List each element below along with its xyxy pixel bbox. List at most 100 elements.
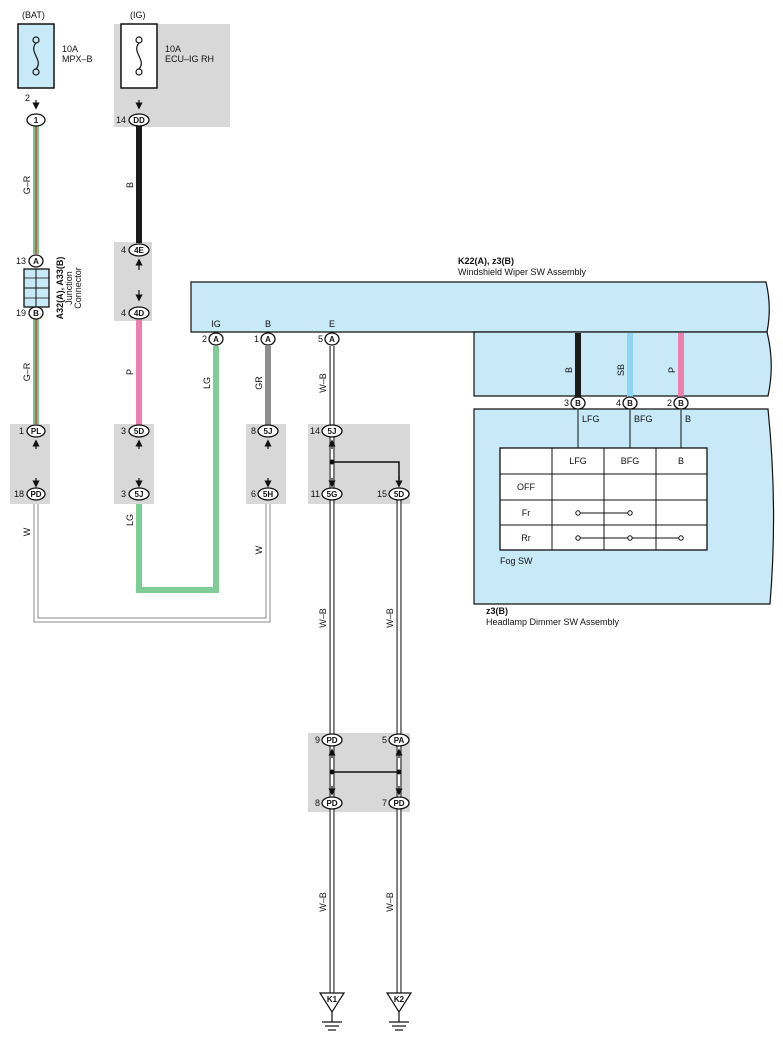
- connector-4d-label: 4D: [134, 309, 144, 318]
- wiper-term-e: E: [329, 319, 335, 329]
- fuse-ig-rating: 10A: [165, 44, 181, 54]
- connector-a-b: [260, 332, 276, 346]
- wire-label: P: [125, 369, 135, 375]
- wire-label: SB: [616, 364, 626, 376]
- splice-dot: [329, 459, 335, 465]
- fuse-bat-name: MPX–B: [62, 54, 93, 64]
- pin-num: 4: [121, 245, 126, 255]
- splice-bars: [332, 461, 400, 773]
- table-header-bfg: BFG: [621, 456, 640, 466]
- dimmer-pin-b-conn: B: [678, 399, 684, 408]
- pin-num: 3: [121, 489, 126, 499]
- connector-5j-14: [321, 424, 343, 438]
- fuse-ig-source: (IG): [130, 10, 146, 20]
- wire-label: G–R: [22, 362, 32, 381]
- wire-label: P: [667, 367, 677, 373]
- connector-5d-label: 5D: [134, 427, 144, 436]
- connector-pd8-label: PD: [326, 799, 337, 808]
- pin-num: 18: [14, 489, 24, 499]
- continuity-marks: [575, 510, 684, 541]
- wire-label: G–R: [22, 175, 32, 194]
- dimmer-pin-bfg-conn: B: [627, 399, 633, 408]
- connector-a: [28, 254, 44, 268]
- fuse-bat-rating: 10A: [62, 44, 78, 54]
- connector-5h: [257, 487, 279, 501]
- connector-a-e: [324, 332, 340, 346]
- dimmer-term-b: B: [685, 414, 691, 424]
- gray-boxes: [10, 24, 410, 812]
- dimmer-internal-leads: [577, 410, 682, 448]
- connector-pa5-label: PA: [394, 736, 405, 745]
- connector-pl: [26, 424, 46, 438]
- fog-sw-label: Fog SW: [500, 556, 533, 566]
- wire-label: W–B: [318, 892, 328, 912]
- pin-num: 4: [121, 308, 126, 318]
- wiper-sw-body: [190, 281, 770, 333]
- connector-pd7-label: PD: [393, 799, 404, 808]
- ground-k1-label: K1: [327, 995, 338, 1004]
- table-row-off: OFF: [517, 482, 535, 492]
- wiper-sw-id: K22(A), z3(B): [458, 256, 514, 266]
- fuse-bat-pin: 2: [25, 93, 30, 103]
- pin-num: 14: [310, 426, 320, 436]
- junction-name2: Connector: [73, 267, 83, 309]
- pin-num: 15: [377, 489, 387, 499]
- dimmer-sw-name: Headlamp Dimmer SW Assembly: [486, 617, 620, 627]
- connector-a-ig: [208, 332, 224, 346]
- pin-num: 5: [318, 334, 323, 344]
- pin-num: 19: [16, 308, 26, 318]
- pin-num: 8: [251, 426, 256, 436]
- dimmer-sw-id: z3(B): [486, 606, 508, 616]
- connector-5g: [321, 487, 343, 501]
- wire-label: W–B: [385, 892, 395, 912]
- fuse-ig-name: ECU–IG RH: [165, 54, 214, 64]
- dimmer-term-lfg: LFG: [582, 414, 600, 424]
- connector-5j-label: 5J: [135, 490, 144, 499]
- wiper-term-ig: IG: [211, 319, 221, 329]
- connector-b-bfg: [622, 396, 638, 410]
- pin-num: 5: [382, 735, 387, 745]
- connector-pd9-label: PD: [326, 736, 337, 745]
- table-row-fr: Fr: [522, 508, 531, 518]
- connector-5j8-label: 5J: [264, 427, 273, 436]
- pin-num: 2: [667, 398, 672, 408]
- wiper-sw-lower: [473, 331, 772, 397]
- junction-name1: Junction: [64, 271, 74, 305]
- wire-label: LG: [202, 377, 212, 389]
- connector-pd18-label: PD: [30, 490, 41, 499]
- connector-5d: [128, 424, 150, 438]
- connector-b-label: B: [33, 309, 39, 318]
- wire-label: W: [254, 545, 264, 554]
- pin-num: 7: [382, 798, 387, 808]
- connector-b-b: [673, 396, 689, 410]
- pin-num: 6: [251, 489, 256, 499]
- junction-id: A32(A), A33(B): [55, 257, 65, 320]
- connector-5g-label: 5G: [327, 490, 338, 499]
- connector-4d: [128, 306, 150, 320]
- pin-num: 14: [116, 115, 126, 125]
- ground-k1: [318, 992, 346, 1031]
- pin-num: 9: [315, 735, 320, 745]
- connector-pd-7: [388, 796, 410, 810]
- wire-label: LG: [125, 514, 135, 526]
- pin-num: 3: [564, 398, 569, 408]
- connector-pd-8: [321, 796, 343, 810]
- mating-arrows: [32, 100, 403, 796]
- wiper-pin-ig-conn: A: [213, 335, 219, 344]
- wiper-term-b: B: [265, 319, 271, 329]
- wire-label: B: [564, 367, 574, 373]
- wire-label: B: [125, 182, 135, 188]
- connector-1: [26, 113, 46, 127]
- connector-pa-5: [388, 733, 410, 747]
- junction-connector: [23, 268, 50, 308]
- table-header-b: B: [678, 456, 684, 466]
- pin-num: 4: [616, 398, 621, 408]
- table-row-rr: Rr: [521, 533, 531, 543]
- connector-pl-label: PL: [31, 427, 41, 436]
- pin-num: 11: [311, 489, 320, 499]
- pin-num: 8: [315, 798, 320, 808]
- fuse-bat-source: (BAT): [22, 10, 45, 20]
- wire-lg: [136, 346, 219, 593]
- connector-pd-18: [26, 487, 46, 501]
